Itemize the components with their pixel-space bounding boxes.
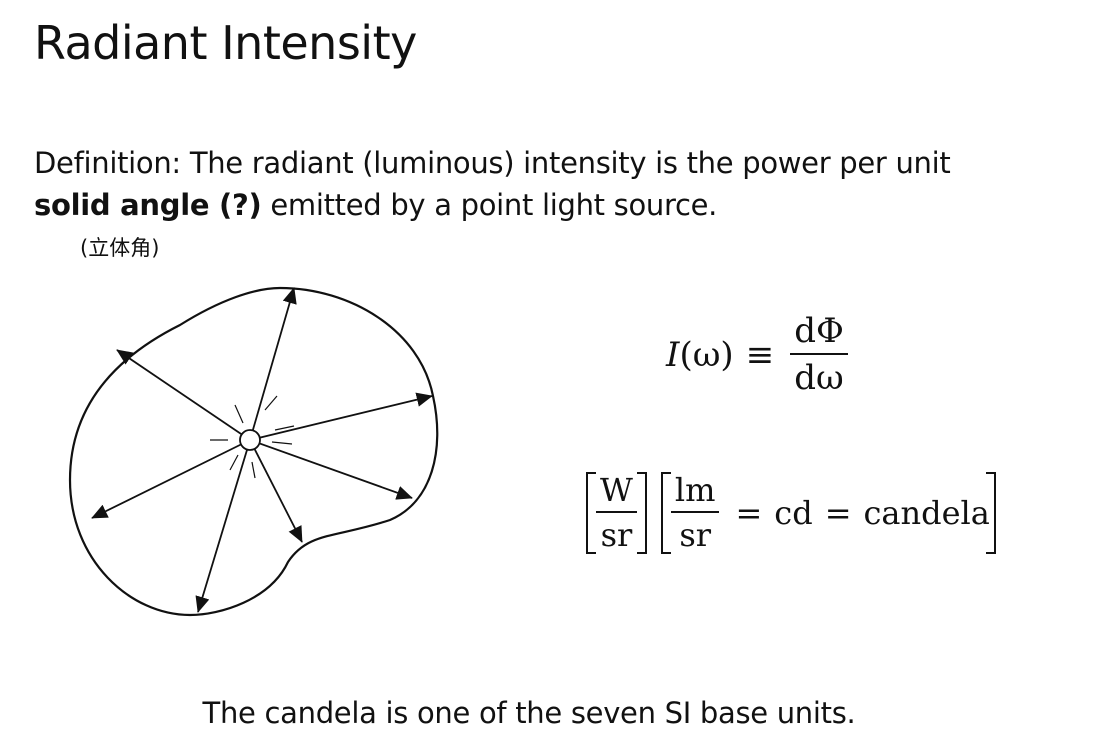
ray-arrow (91, 439, 251, 519)
footer-note: The candela is one of the seven SI base … (202, 696, 856, 730)
point-source-diagram (68, 286, 439, 617)
ray-arrow (195, 439, 251, 613)
ray-arrow (249, 392, 433, 441)
fraction-numerator: W (596, 472, 637, 513)
fraction-numerator: lm (670, 472, 720, 513)
equals-sign: = (735, 493, 763, 532)
candela-name: candela (863, 493, 990, 532)
definition-prefix: Definition: The radiant (luminous) inten… (34, 146, 951, 180)
omega-argument: (ω) (679, 335, 734, 376)
slide-title: Radiant Intensity (34, 16, 417, 70)
fraction-denominator: sr (600, 515, 633, 554)
fraction-numerator: dΦ (790, 311, 848, 356)
ray-arrow (249, 287, 297, 441)
lumens-per-sr-fraction: lm sr (670, 472, 720, 554)
fraction-denominator: dω (794, 358, 844, 399)
enclosing-surface (68, 286, 439, 617)
solid-angle-term: solid angle (?) (34, 188, 262, 222)
candela-abbreviation: cd (774, 493, 813, 532)
lumens-per-sr-bracket: lm sr = cd = candela (660, 472, 996, 554)
definition-suffix: emitted by a point light source. (261, 188, 718, 222)
chinese-note: (立体角) (80, 236, 160, 260)
intensity-symbol: I (666, 335, 680, 376)
equals-sign: = (824, 493, 852, 532)
ray-arrow (249, 439, 413, 500)
units-equation: W sr lm sr = cd = candela (586, 472, 996, 554)
definition-text: Definition: The radiant (luminous) inten… (34, 142, 1064, 226)
ray-arrow (116, 349, 251, 441)
glow-ticks (210, 395, 295, 479)
fraction-denominator: sr (679, 515, 712, 554)
watts-per-sr-fraction: W sr (596, 472, 637, 554)
ray-arrow (249, 439, 303, 543)
point-light-source (239, 429, 261, 451)
emission-rays (91, 287, 433, 613)
equivalence-operator: ≡ (745, 335, 775, 376)
watts-per-sr-bracket: W sr (586, 472, 647, 554)
flux-over-solid-angle-fraction: dΦ dω (790, 311, 848, 399)
intensity-equation: I (ω) ≡ dΦ dω (666, 311, 852, 399)
